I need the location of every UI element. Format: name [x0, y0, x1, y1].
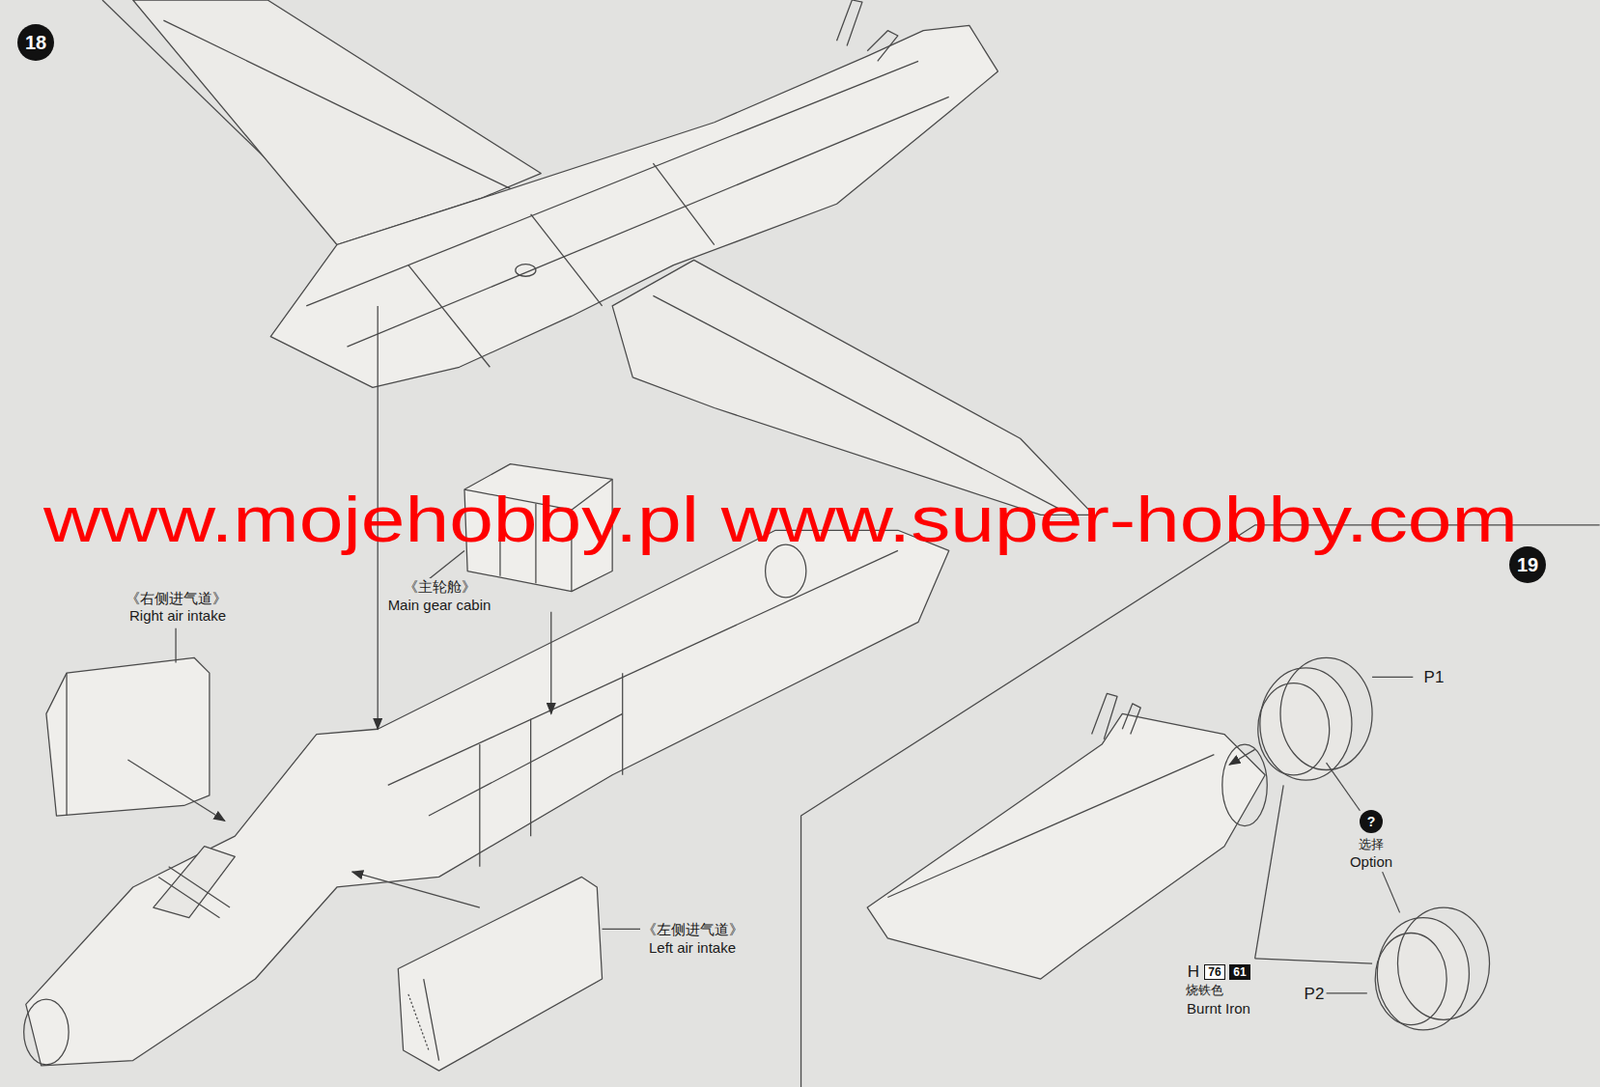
- part-number: P1: [1422, 668, 1447, 688]
- paint-name: Burnt Iron: [1184, 1000, 1253, 1017]
- paint-name: 烧铁色: [1183, 983, 1226, 999]
- option-note: Option: [1347, 853, 1395, 871]
- step-number: 18: [17, 24, 55, 61]
- part-name: Right air intake: [127, 607, 228, 624]
- node-text: 76: [1207, 966, 1221, 979]
- part-name: 《右侧进气道》: [123, 589, 229, 607]
- part-name: 《左侧进气道》: [640, 921, 746, 938]
- part-name: 《主轮舱》: [401, 578, 478, 595]
- node-text: 61: [1233, 966, 1246, 979]
- part-number: P2: [1302, 984, 1327, 1005]
- option-note: 选择: [1356, 838, 1386, 853]
- node-text: 18: [25, 32, 47, 53]
- watermark: www.mojehobby.pl www.super-hobby.com: [43, 483, 1518, 558]
- paint-brand: H: [1185, 962, 1202, 983]
- part-name: Left air intake: [646, 939, 738, 956]
- paint-code-box: 61: [1229, 964, 1250, 981]
- option-symbol: ?: [1359, 810, 1383, 834]
- node-text: ?: [1367, 814, 1376, 829]
- node-text: 19: [1516, 555, 1539, 575]
- part-name: Main gear cabin: [386, 596, 494, 614]
- paint-code-box: 76: [1204, 964, 1225, 981]
